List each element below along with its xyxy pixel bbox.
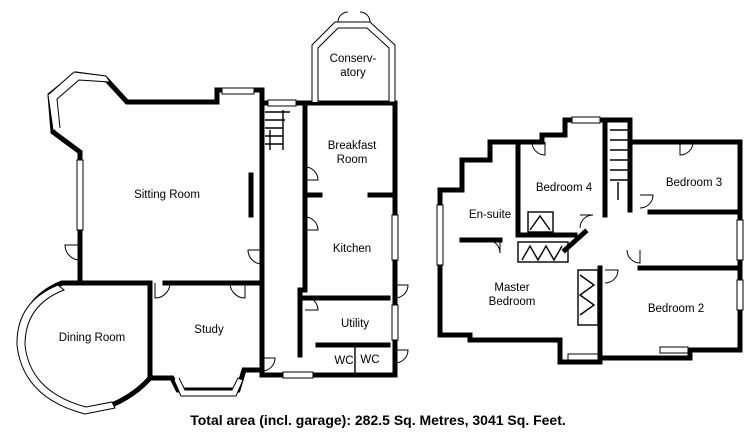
front-door: [261, 357, 276, 372]
study-door: [229, 282, 246, 299]
label-sitting-room: Sitting Room: [134, 189, 200, 201]
bedroom4-window: [571, 116, 601, 124]
label-bedroom-4: Bedroom 4: [536, 182, 593, 194]
label-breakfast-2: Room: [337, 154, 368, 166]
sitting-room-bay-window: [47, 71, 111, 131]
sitting-room-door: [64, 244, 81, 261]
total-area-caption: Total area (incl. garage): 282.5 Sq. Met…: [190, 412, 566, 428]
front-window: [282, 371, 314, 379]
ground-floor-plan: Conserv- atory Breakfast Room Sitting Ro…: [16, 11, 409, 415]
study-bay-window: [173, 377, 244, 397]
sitting-window-left: [76, 159, 84, 231]
dining-room-door: [154, 282, 171, 299]
conservatory-doors: [337, 11, 371, 23]
label-master-2: Bedroom: [489, 296, 536, 308]
label-master-1: Master: [494, 282, 529, 294]
label-bedroom-2: Bedroom 2: [648, 303, 704, 315]
ground-floor-stairs: [265, 110, 290, 150]
hall-window-top: [267, 99, 297, 107]
ensuite-window: [436, 204, 444, 266]
back-door: [394, 284, 409, 299]
label-breakfast-1: Breakfast: [328, 140, 377, 152]
first-floor-plan: Bedroom 4 Bedroom 3 En-suite Master Bedr…: [436, 116, 744, 365]
study-walls: [147, 280, 265, 393]
bedroom2-window-bottom: [659, 346, 689, 354]
label-wc-2: WC: [360, 354, 379, 366]
label-dining-room: Dining Room: [59, 332, 125, 344]
bedroom4-door: [579, 214, 594, 229]
bedroom3-door: [639, 194, 654, 209]
master-window: [567, 353, 599, 361]
bedroom2-door: [604, 269, 619, 284]
label-study: Study: [194, 324, 224, 336]
landing-cupboard-door: [626, 249, 641, 264]
hall-door: [247, 249, 263, 265]
bedroom3-window: [736, 219, 744, 261]
label-utility: Utility: [341, 318, 369, 330]
bedroom3-door-top: [679, 141, 694, 156]
label-wc-1: WC: [334, 355, 353, 367]
side-door: [394, 349, 409, 364]
label-bedroom-3: Bedroom 3: [666, 177, 722, 189]
label-conservatory-1: Conserv-: [330, 53, 377, 65]
sitting-room-walls: [47, 71, 308, 286]
kitchen-window: [391, 214, 399, 261]
breakfast-door: [304, 166, 319, 181]
utility-window: [391, 304, 399, 341]
kitchen-door: [304, 216, 319, 231]
wardrobes: [517, 211, 599, 326]
bedroom4-door-top: [531, 141, 546, 156]
hall-front-wall: [259, 367, 398, 378]
conservatory-glazing: [311, 21, 396, 103]
label-kitchen: Kitchen: [333, 243, 371, 255]
sitting-window-top: [221, 87, 255, 95]
kitchen-right-wall: [302, 100, 398, 378]
bedroom2-window-right: [736, 279, 744, 311]
first-floor-stairs: [610, 129, 628, 200]
label-conservatory-2: atory: [340, 67, 366, 79]
utility-door: [304, 296, 319, 311]
label-ensuite: En-suite: [469, 209, 511, 221]
dining-room-bay-window: [16, 284, 116, 415]
kitchen-outer-walls: [297, 100, 308, 358]
ensuite-door: [486, 239, 501, 254]
